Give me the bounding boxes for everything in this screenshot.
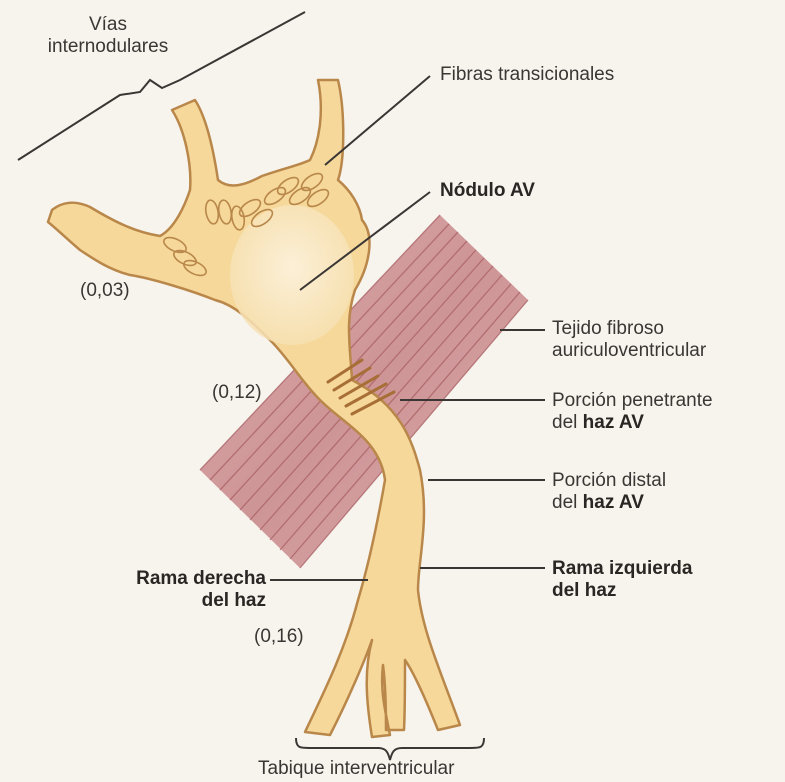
label-penetrante-prefix: del (552, 412, 583, 433)
label-rama-derecha: Rama derecha del haz (66, 568, 266, 612)
label-derecha-line1: Rama derecha (66, 568, 266, 590)
label-nodulo-av: Nódulo AV (440, 180, 535, 202)
label-porcion-distal: Porción distal del haz AV (552, 470, 666, 514)
label-derecha-line2: del haz (66, 590, 266, 612)
label-penetrante-line2: del haz AV (552, 412, 713, 434)
label-porcion-penetrante: Porción penetrante del haz AV (552, 390, 713, 434)
label-vias-line1: Vías (8, 14, 208, 36)
label-rama-izquierda: Rama izquierda del haz (552, 558, 692, 602)
label-tabique-interventricular: Tabique interventricular (258, 758, 454, 780)
label-distal-prefix: del (552, 492, 583, 513)
label-distal-line2: del haz AV (552, 492, 666, 514)
label-tejido-line2: auriculoventricular (552, 340, 706, 362)
label-fibras-transicionales: Fibras transicionales (440, 64, 614, 86)
label-penetrante-bold: haz AV (583, 412, 644, 433)
label-izquierda-line1: Rama izquierda (552, 558, 692, 580)
label-time-012: (0,12) (212, 382, 262, 404)
label-distal-line1: Porción distal (552, 470, 666, 492)
label-time-003: (0,03) (80, 280, 130, 302)
label-tejido-fibroso: Tejido fibroso auriculoventricular (552, 318, 706, 362)
label-time-016: (0,16) (254, 626, 304, 648)
label-penetrante-line1: Porción penetrante (552, 390, 713, 412)
label-distal-bold: haz AV (583, 492, 644, 513)
label-vias-internodulares: Vías internodulares (8, 14, 208, 58)
tabique-bracket (296, 738, 484, 760)
label-tejido-line1: Tejido fibroso (552, 318, 706, 340)
label-vias-line2: internodulares (8, 36, 208, 58)
label-izquierda-line2: del haz (552, 580, 692, 602)
